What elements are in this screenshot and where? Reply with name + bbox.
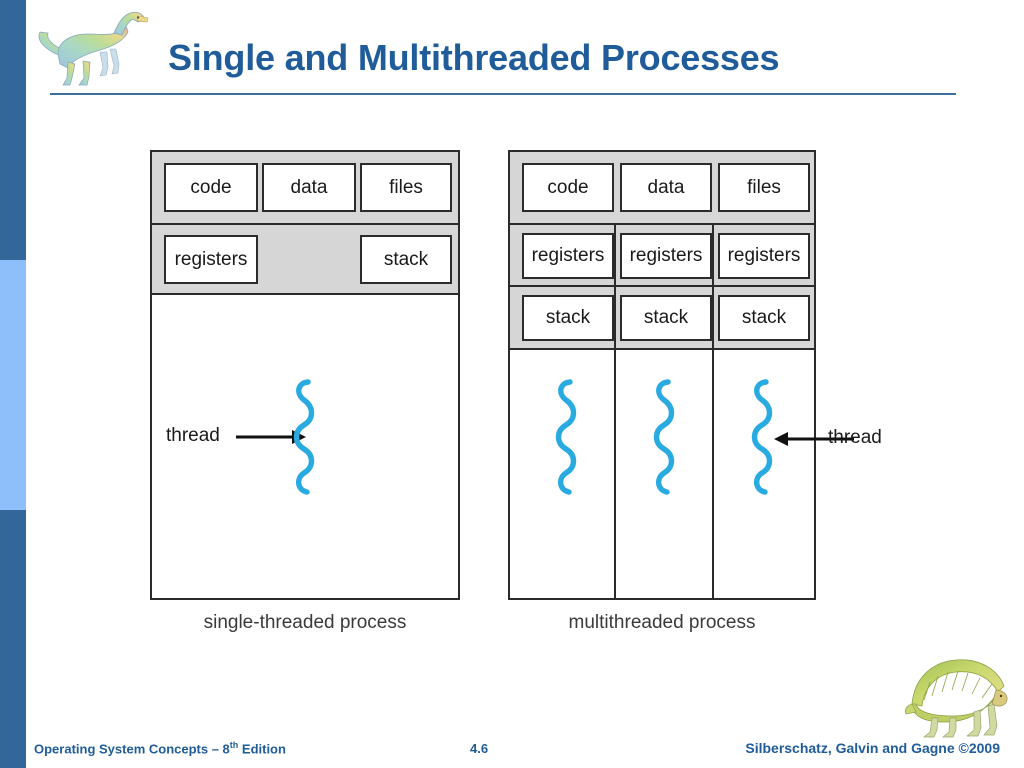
dinosaur-logo — [34, 6, 150, 92]
single-threaded-process-figure: code data files registers stack thread s… — [150, 150, 460, 633]
thread-squiggle — [293, 379, 315, 495]
cell-files: files — [718, 163, 810, 212]
cell-stack: stack — [360, 235, 452, 284]
title-divider — [50, 93, 956, 95]
column-divider-1 — [614, 225, 616, 598]
cell-registers-3: registers — [718, 233, 810, 279]
slide-number: 4.6 — [470, 741, 489, 756]
cell-registers-1: registers — [522, 233, 614, 279]
cell-registers-2: registers — [620, 233, 712, 279]
cell-data: data — [620, 163, 712, 212]
cell-stack-2: stack — [620, 295, 712, 341]
sidebar-accent-bottom — [0, 510, 26, 768]
page-title: Single and Multithreaded Processes — [168, 37, 780, 78]
cell-code: code — [522, 163, 614, 212]
cell-data: data — [262, 163, 356, 212]
footer-book-title-suffix: Edition — [238, 741, 286, 756]
footer-book-title: Operating System Concepts – 8th Edition — [34, 740, 286, 756]
thread-label: thread — [166, 425, 220, 446]
cell-stack-1: stack — [522, 295, 614, 341]
thread-label-multi: thread — [828, 427, 882, 448]
figure-caption-single: single-threaded process — [203, 612, 407, 633]
thread-squiggle-1 — [555, 379, 577, 495]
sidebar-accent-top — [0, 0, 26, 260]
sidebar-accent-middle — [0, 260, 26, 510]
figure-caption-multi: multithreaded process — [568, 612, 756, 633]
cell-files: files — [360, 163, 452, 212]
cell-stack-3: stack — [718, 295, 810, 341]
footer-copyright: Silberschatz, Galvin and Gagne ©2009 — [745, 740, 1000, 756]
thread-arrow-left — [774, 432, 854, 446]
footer-book-title-prefix: Operating System Concepts – 8 — [34, 741, 230, 756]
cell-code: code — [164, 163, 258, 212]
footer-edition-sup: th — [229, 739, 239, 750]
multithreaded-process-figure: code data files registers registers regi… — [508, 150, 816, 633]
thread-squiggle-3 — [751, 379, 773, 495]
cell-registers: registers — [164, 235, 258, 284]
dimetrodon-logo — [904, 652, 1014, 740]
thread-squiggle-2 — [653, 379, 675, 495]
column-divider-2 — [712, 225, 714, 598]
